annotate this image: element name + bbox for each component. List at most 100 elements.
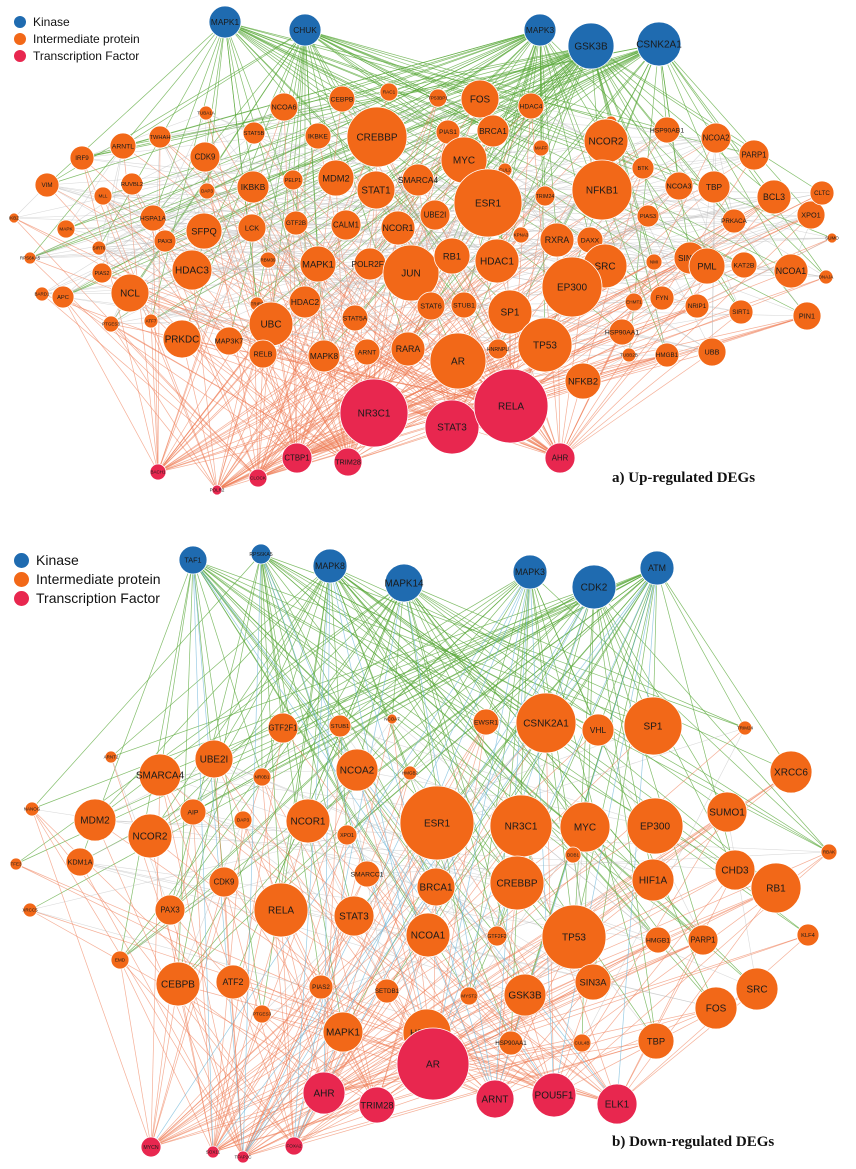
node-stat5b[interactable]: STAT5B bbox=[242, 121, 266, 145]
node-cdk2[interactable]: CDK2 bbox=[571, 564, 617, 610]
node-ewsr1[interactable]: EWSR1 bbox=[472, 708, 500, 736]
node-tbp[interactable]: TBP bbox=[637, 1022, 675, 1060]
node-atf2[interactable]: ATF2 bbox=[215, 964, 251, 1000]
node-xpo1[interactable]: XPO1 bbox=[336, 824, 358, 846]
node-nr3c1[interactable]: NR3C1 bbox=[489, 794, 553, 858]
node-setdb1[interactable]: SETDB1 bbox=[374, 978, 400, 1004]
node-vim[interactable]: VIM bbox=[34, 172, 60, 198]
node-src[interactable]: SRC bbox=[735, 967, 779, 1011]
node-stub1[interactable]: STUB1 bbox=[450, 291, 478, 319]
node-arnt2[interactable]: ARNT2 bbox=[104, 750, 119, 764]
node-cul4b[interactable]: CUL4B bbox=[572, 1033, 592, 1053]
node-rara[interactable]: RARA bbox=[390, 331, 426, 367]
node-vhl[interactable]: VHL bbox=[581, 713, 615, 747]
node-pml[interactable]: PML bbox=[688, 247, 726, 285]
node-hnrnpu[interactable]: HNRNPU bbox=[487, 338, 509, 360]
node-trim28[interactable]: TRIM28 bbox=[358, 1086, 396, 1124]
node-hdac4[interactable]: HDAC4 bbox=[517, 92, 545, 120]
node-rb1[interactable]: RB1 bbox=[433, 237, 471, 275]
node-tp53[interactable]: TP53 bbox=[517, 317, 573, 373]
node-sp1[interactable]: SP1 bbox=[623, 696, 683, 756]
node-polr2[interactable]: POLR2 bbox=[210, 484, 225, 496]
node-pias2[interactable]: PIAS2 bbox=[308, 974, 334, 1000]
node-stat3[interactable]: STAT3 bbox=[333, 895, 375, 937]
node-rxra[interactable]: RXRA bbox=[539, 222, 575, 258]
node-dnaja[interactable]: DNAJA bbox=[818, 269, 834, 285]
node-ncor1[interactable]: NCOR1 bbox=[285, 798, 331, 844]
node-ar[interactable]: AR bbox=[429, 332, 487, 390]
node-sumo1[interactable]: SUMO1 bbox=[706, 791, 748, 833]
node-kat2b[interactable]: KAT2B bbox=[730, 251, 758, 279]
node-kdm1a[interactable]: KDM1A bbox=[65, 847, 95, 877]
node-mycn[interactable]: MYCN bbox=[140, 1136, 162, 1158]
node-maff[interactable]: MAFF bbox=[532, 139, 550, 157]
node-fyn[interactable]: FYN bbox=[649, 285, 675, 311]
node-ncl[interactable]: NCL bbox=[110, 273, 150, 313]
node-ncoa7[interactable]: NCOA7 bbox=[384, 713, 400, 725]
node-dap3[interactable]: DAP3 bbox=[198, 182, 216, 200]
node-nmi[interactable]: NMI bbox=[645, 253, 663, 271]
node-ubc[interactable]: UBC bbox=[248, 301, 294, 347]
node-pax3[interactable]: PAX3 bbox=[153, 229, 177, 253]
node-ncoa1[interactable]: NCOA1 bbox=[405, 912, 451, 958]
node-mapk8[interactable]: MAPK8 bbox=[307, 339, 341, 373]
node-mdm2[interactable]: MDM2 bbox=[317, 159, 355, 197]
node-cdk9[interactable]: CDK9 bbox=[208, 866, 240, 898]
node-tuba1a[interactable]: TUBA1A bbox=[197, 105, 215, 121]
node-parp1[interactable]: PARP1 bbox=[738, 139, 770, 171]
node-trim28[interactable]: TRIM28 bbox=[333, 447, 363, 477]
node-ddb1[interactable]: DDB1 bbox=[564, 846, 582, 864]
node-mapk3[interactable]: MAPK3 bbox=[512, 554, 548, 590]
node-ncoa2[interactable]: NCOA2 bbox=[335, 748, 379, 792]
node-bach1[interactable]: BACH1 bbox=[149, 463, 167, 481]
node-tp53[interactable]: TP53 bbox=[541, 904, 607, 970]
node-xpo1[interactable]: XPO1 bbox=[796, 200, 826, 230]
node-tp53bp1[interactable]: TP53BP1 bbox=[428, 88, 448, 108]
node-csnk2a1[interactable]: CSNK2A1 bbox=[515, 692, 577, 754]
node-trim24[interactable]: TRIM24 bbox=[534, 185, 556, 207]
node-chd3[interactable]: CHD3 bbox=[714, 849, 756, 891]
node-ube2i[interactable]: UBE2I bbox=[419, 199, 451, 231]
node-arnt[interactable]: ARNT bbox=[353, 338, 381, 366]
node-mapk1[interactable]: MAPK1 bbox=[299, 245, 337, 283]
node-fos[interactable]: FOS bbox=[460, 79, 500, 119]
node-pias2[interactable]: PIAS2 bbox=[91, 262, 113, 284]
node-smarca4[interactable]: SMARCA4 bbox=[136, 753, 185, 797]
node-fos[interactable]: FOS bbox=[694, 986, 738, 1030]
node-sin3a[interactable]: SIN3A bbox=[574, 963, 612, 1001]
node-tfap2c[interactable]: TFAP2C bbox=[234, 1150, 252, 1164]
node-btk[interactable]: BTK bbox=[631, 156, 655, 180]
node-twhah[interactable]: TWHAH bbox=[148, 125, 172, 149]
node-rps6ka5[interactable]: RPS6KA5 bbox=[249, 543, 273, 565]
node-calm1[interactable]: CALM1 bbox=[330, 209, 362, 241]
node-hsp90aa1[interactable]: HSP90AA1 bbox=[605, 318, 639, 346]
node-cdk9[interactable]: CDK9 bbox=[189, 141, 221, 173]
node-hmgb2[interactable]: HMGB2 bbox=[402, 765, 419, 781]
node-hspa1a[interactable]: HSPA1A bbox=[139, 204, 167, 232]
node-klf4[interactable]: KLF4 bbox=[796, 923, 820, 947]
node-sfpq[interactable]: SFPQ bbox=[185, 212, 223, 250]
node-apc[interactable]: APC bbox=[51, 285, 75, 309]
node-rela[interactable]: RELA bbox=[473, 368, 549, 444]
node-pou5f1[interactable]: POU5F1 bbox=[531, 1072, 577, 1118]
node-myst2[interactable]: MYST2 bbox=[459, 986, 479, 1006]
node-irf9[interactable]: IRF9 bbox=[69, 145, 95, 171]
node-mll[interactable]: MLL bbox=[93, 186, 113, 206]
node-crebbp[interactable]: CREBBP bbox=[346, 106, 408, 168]
node-nfkb1[interactable]: NFKB1 bbox=[571, 159, 633, 221]
node-ehmt1[interactable]: EHMT1 bbox=[624, 292, 644, 312]
node-stat6[interactable]: STAT6 bbox=[416, 291, 446, 321]
node-rela[interactable]: RELA bbox=[253, 882, 309, 938]
node-smarcc1[interactable]: SMARCC1 bbox=[350, 860, 384, 888]
node-atf7[interactable]: ATF7 bbox=[143, 313, 159, 329]
node-arnt[interactable]: ARNT bbox=[475, 1079, 515, 1119]
node-mapk1[interactable]: MAPK1 bbox=[208, 5, 242, 39]
node-sumo[interactable]: SUMO bbox=[825, 232, 839, 244]
node-ctbp1[interactable]: CTBP1 bbox=[281, 442, 313, 474]
node-rbak[interactable]: RBAK bbox=[820, 843, 838, 861]
node-emd[interactable]: EMD bbox=[110, 950, 130, 970]
node-pin1[interactable]: PIN1 bbox=[792, 301, 822, 331]
node-taf1[interactable]: TAF1 bbox=[178, 545, 208, 575]
node-prkaca[interactable]: PRKACA bbox=[721, 208, 748, 234]
node-ncoa3[interactable]: NCOA3 bbox=[664, 171, 694, 201]
